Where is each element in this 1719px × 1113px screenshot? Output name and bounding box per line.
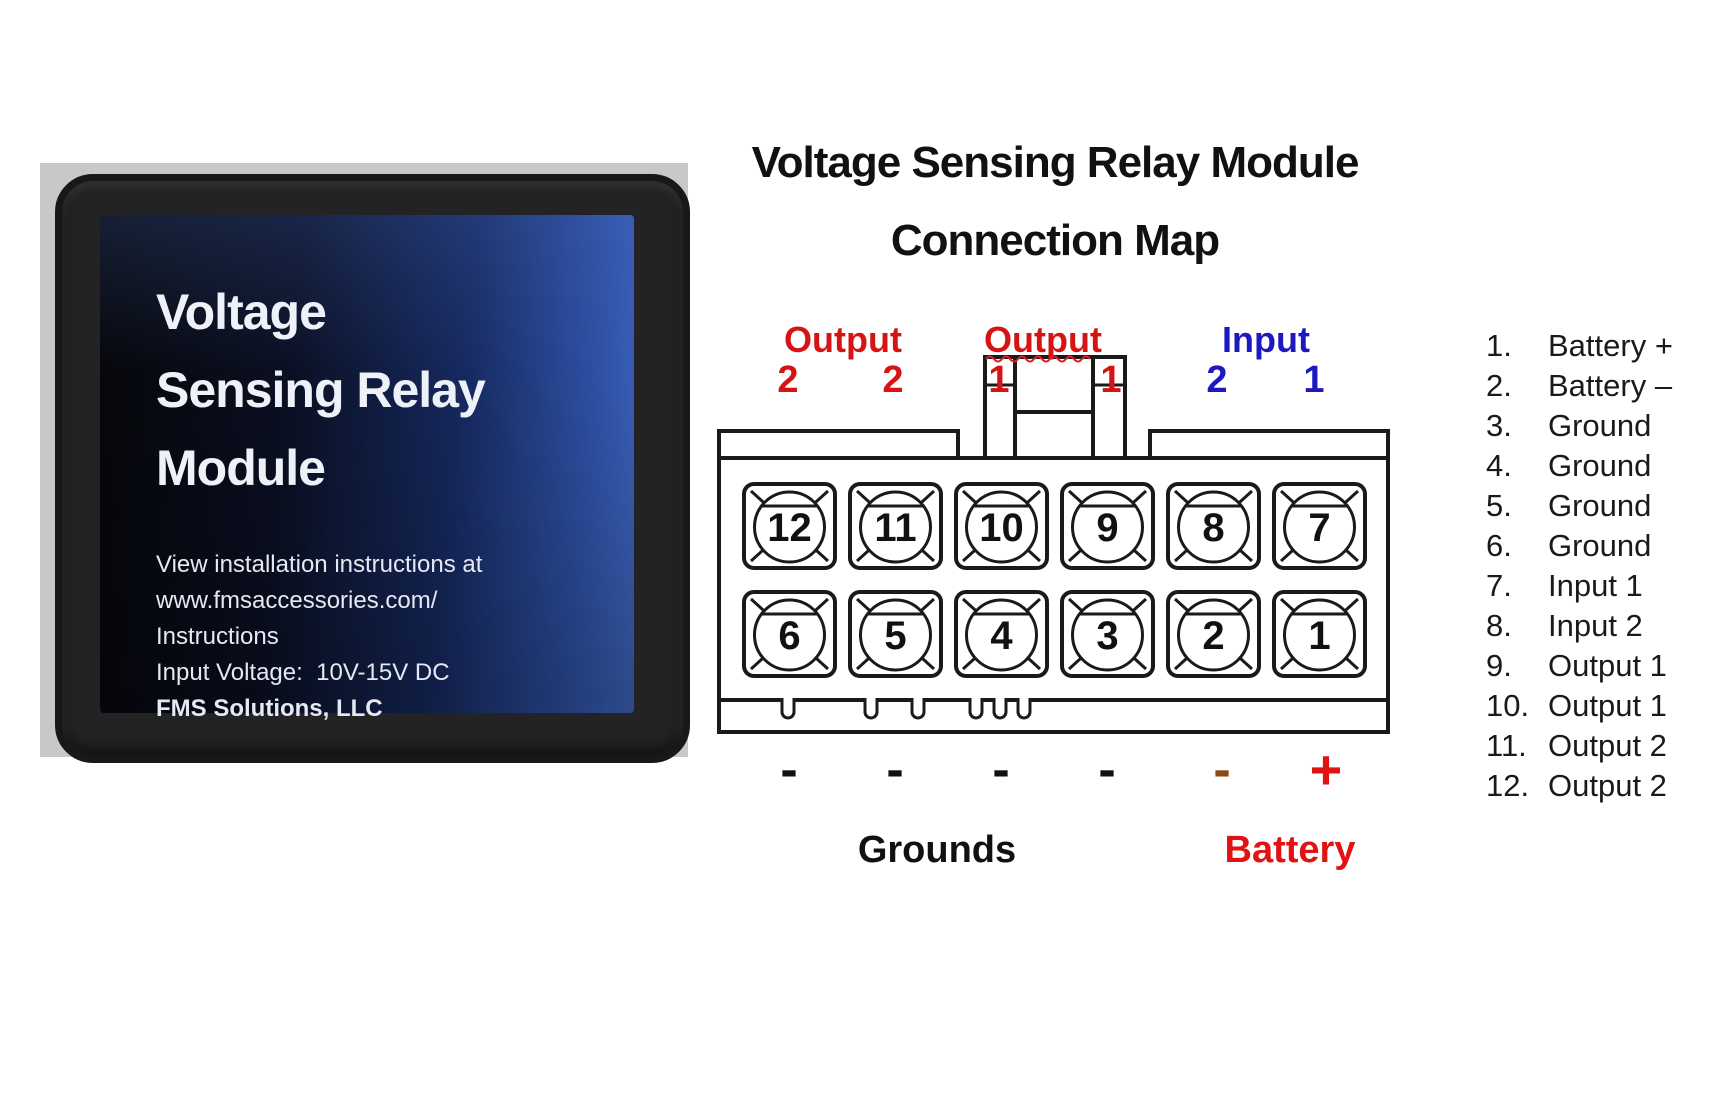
- pin-list-number: 1.: [1486, 328, 1512, 363]
- pin-list-number: 3.: [1486, 408, 1512, 443]
- pin-number: 11: [874, 506, 916, 550]
- diagram-title: Voltage Sensing Relay Module Connection …: [660, 124, 1450, 280]
- pin-list-label: Output 2: [1548, 768, 1667, 803]
- output2-pin-digit: 2: [777, 359, 798, 401]
- device-info-line: Input Voltage: 10V-15V DC: [156, 659, 450, 686]
- pin-number: 10: [979, 506, 1024, 550]
- pin-list-number: 5.: [1486, 488, 1512, 523]
- connector-right-wing: [1148, 429, 1390, 460]
- pin-number: 8: [1202, 506, 1224, 550]
- pin-list-item: 1. Battery +: [1486, 326, 1716, 366]
- pin-list-number: 10.: [1486, 688, 1530, 723]
- pin-list-label: Ground: [1548, 488, 1652, 523]
- pin-number: 3: [1096, 614, 1118, 658]
- device-info-line: View installation instructions at: [156, 551, 483, 578]
- pin-list-number: 8.: [1486, 608, 1512, 643]
- output1-pin-digit: 1: [988, 359, 1009, 401]
- device-info-line: Instructions: [156, 623, 279, 650]
- output1-pin-digit: 1: [1100, 359, 1121, 401]
- pin-list-item: 9. Output 1: [1486, 646, 1716, 686]
- pin-list-item: 8. Input 2: [1486, 606, 1716, 646]
- squiggle-underline: [985, 355, 1091, 363]
- pin-number: 6: [778, 614, 800, 658]
- battery-minus-symbol: -: [1213, 741, 1230, 799]
- pin-list-number: 6.: [1486, 528, 1512, 563]
- pin-number: 2: [1202, 614, 1224, 658]
- relay-module-device: Voltage Sensing Relay Module View instal…: [55, 174, 690, 763]
- output2-group-label: Output: [784, 319, 902, 360]
- battery-label: Battery: [1225, 829, 1356, 871]
- pin-list-item: 6. Ground: [1486, 526, 1716, 566]
- device-brand: FMS Solutions, LLC: [156, 695, 383, 722]
- connector-diagram: 12 11 10 9 8 7 6 5 4 3 2 1 Output 2 2 Ou…: [717, 319, 1390, 871]
- connector-bottom-strip: [717, 698, 1390, 734]
- pin-list-item: 2. Battery –: [1486, 366, 1716, 406]
- pin-number: 9: [1096, 506, 1118, 550]
- pin-list-label: Battery –: [1548, 368, 1673, 403]
- pin-list-number: 7.: [1486, 568, 1512, 603]
- pin-list-number: 2.: [1486, 368, 1512, 403]
- pin-number: 7: [1308, 506, 1330, 550]
- device-name-line: Module: [156, 440, 326, 496]
- battery-plus-symbol: +: [1310, 738, 1343, 801]
- device-name-line: Voltage: [156, 284, 327, 340]
- device-info-text: View installation instructions at www.fm…: [156, 547, 482, 727]
- pin-list-label: Input 1: [1548, 568, 1643, 603]
- output1-group-label: Output: [984, 319, 1102, 360]
- pin-row-bottom: 6 5 4 3 2 1: [742, 590, 1367, 678]
- pin-list-item: 3. Ground: [1486, 406, 1716, 446]
- pin-list-item: 4. Ground: [1486, 446, 1716, 486]
- pin-list-label: Output 2: [1548, 728, 1667, 763]
- output2-pin-digit: 2: [882, 359, 903, 401]
- device-name-line: Sensing Relay: [156, 362, 486, 418]
- pin-list-number: 11.: [1486, 728, 1527, 763]
- ground-minus-symbol: -: [886, 741, 903, 799]
- device-photo: Voltage Sensing Relay Module View instal…: [40, 163, 690, 763]
- input-pin-digit: 1: [1303, 359, 1324, 401]
- pin-list-item: 5. Ground: [1486, 486, 1716, 526]
- pin-number: 12: [767, 506, 812, 550]
- pin-function-list: 1. Battery + 2. Battery – 3. Ground 4. Groun…: [1486, 326, 1716, 806]
- pin-list-item: 7. Input 1: [1486, 566, 1716, 606]
- ground-minus-symbol: -: [992, 741, 1009, 799]
- pin-list-label: Battery +: [1548, 328, 1673, 363]
- pin-number: 1: [1308, 614, 1330, 658]
- pin-list-number: 9.: [1486, 648, 1512, 683]
- pin-list-label: Output 1: [1548, 648, 1667, 683]
- pin-list-number: 12.: [1486, 768, 1530, 803]
- diagram-title-line2: Connection Map: [890, 216, 1220, 265]
- pin-number: 5: [884, 614, 906, 658]
- diagram-title-line1: Voltage Sensing Relay Module: [751, 138, 1360, 187]
- pin-list-item: 11. Output 2: [1486, 726, 1716, 766]
- connector-left-wing: [717, 429, 960, 460]
- pin-list-number: 4.: [1486, 448, 1512, 483]
- pin-list-label: Output 1: [1548, 688, 1667, 723]
- pin-number: 4: [990, 614, 1013, 658]
- input-pin-digit: 2: [1206, 359, 1227, 401]
- input-group-label: Input: [1222, 319, 1310, 360]
- pin-row-top: 12 11 10 9 8 7: [742, 482, 1367, 570]
- pin-list-label: Ground: [1548, 448, 1652, 483]
- ground-minus-symbol: -: [1098, 741, 1115, 799]
- pin-list-label: Ground: [1548, 408, 1652, 443]
- grounds-label: Grounds: [858, 829, 1016, 871]
- pin-list-item: 10. Output 1: [1486, 686, 1716, 726]
- device-front-label: Voltage Sensing Relay Module View instal…: [100, 215, 634, 722]
- pin-list-label: Ground: [1548, 528, 1652, 563]
- pin-list-item: 12. Output 2: [1486, 766, 1716, 806]
- device-name-text: Voltage Sensing Relay Module: [156, 273, 486, 507]
- ground-minus-symbol: -: [780, 741, 797, 799]
- pin-list-label: Input 2: [1548, 608, 1643, 643]
- device-info-line: www.fmsaccessories.com/: [156, 587, 438, 614]
- keying-notches: [780, 698, 1032, 720]
